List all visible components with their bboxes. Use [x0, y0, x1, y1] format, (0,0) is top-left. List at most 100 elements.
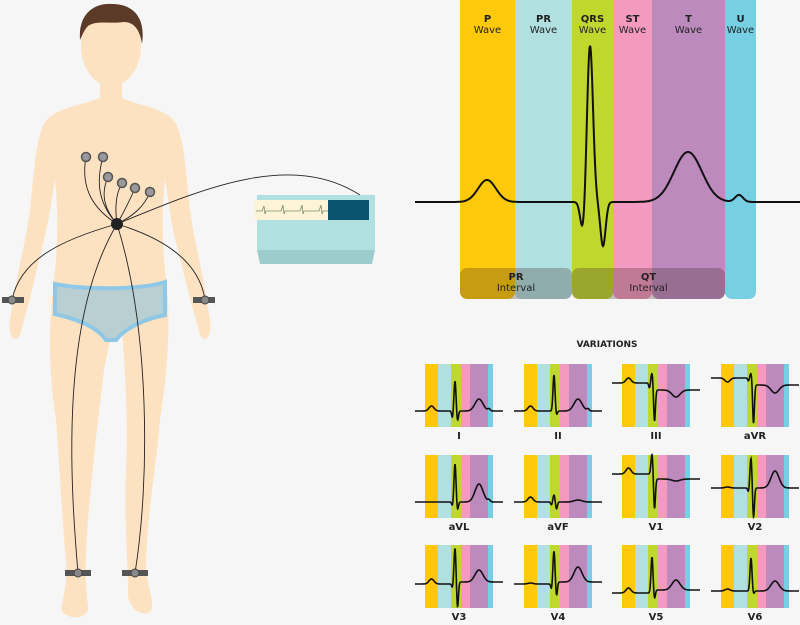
lead-band-pr — [734, 545, 747, 608]
lead-band-pr — [734, 364, 747, 427]
band-t — [652, 0, 725, 299]
lead-band-t — [569, 455, 587, 518]
lead-band-u — [587, 545, 592, 608]
lead-label: V3 — [451, 612, 467, 623]
lead-label: I — [457, 431, 461, 442]
lead-band-st — [658, 364, 667, 427]
lead-band-t — [569, 364, 587, 427]
lead-panel-V3 — [415, 545, 503, 609]
lead-band-pr — [537, 545, 550, 608]
main-ecg-trace — [415, 45, 800, 248]
lead-panel-III — [612, 364, 700, 427]
lead-label: aVR — [743, 431, 767, 442]
lead-band-t — [766, 455, 784, 518]
lead-band-t — [470, 455, 488, 518]
lead-label: V4 — [550, 612, 566, 623]
lead-band-p — [524, 364, 537, 427]
lead-band-pr — [635, 364, 648, 427]
lead-band-p — [425, 545, 438, 608]
lead-label: V1 — [648, 522, 664, 533]
lead-band-u — [685, 545, 690, 608]
lead-band-pr — [537, 364, 550, 427]
lead-band-p — [622, 545, 635, 608]
hair — [79, 3, 143, 44]
lead-band-st — [658, 545, 667, 608]
lead-trace-aVR — [711, 372, 799, 424]
lead-band-t — [667, 364, 685, 427]
interval-box-0 — [460, 268, 572, 299]
lead-band-st — [658, 455, 667, 518]
lead-band-t — [667, 455, 685, 518]
lead-panel-I — [415, 364, 503, 427]
lead-band-p — [425, 455, 438, 518]
lead-panel-aVF — [514, 455, 602, 518]
variations-chart — [415, 364, 799, 609]
electrodes — [2, 151, 215, 578]
lead-trace-III — [612, 372, 700, 422]
lead-band-u — [784, 545, 789, 608]
lead-panel-V5 — [612, 545, 700, 608]
lead-band-t — [569, 545, 587, 608]
lead-band-pr — [734, 455, 747, 518]
lead-trace-aVL — [415, 464, 503, 511]
lead-label: V6 — [747, 612, 763, 623]
lead-band-st — [560, 545, 569, 608]
lead-band-pr — [438, 455, 451, 518]
monitor-trace — [256, 204, 328, 215]
band-u — [725, 0, 756, 299]
head — [81, 6, 141, 86]
lead-trace-V3 — [415, 548, 503, 609]
lead-band-st — [461, 545, 470, 608]
band-p — [460, 0, 515, 299]
lead-band-u — [488, 545, 493, 608]
lead-band-p — [721, 364, 734, 427]
lead-band-u — [685, 455, 690, 518]
lead-band-st — [757, 455, 766, 518]
band-qrs — [572, 0, 613, 299]
lead-band-pr — [635, 455, 648, 518]
lead-band-u — [488, 364, 493, 427]
lead-band-pr — [438, 364, 451, 427]
lead-label: II — [554, 431, 562, 442]
lead-label: V2 — [747, 522, 763, 533]
lead-band-p — [721, 545, 734, 608]
lead-band-p — [425, 364, 438, 427]
lead-panel-aVL — [415, 455, 503, 518]
lead-label: V5 — [648, 612, 664, 623]
lead-band-st — [560, 364, 569, 427]
lead-band-qrs — [550, 455, 560, 518]
lead-band-t — [766, 364, 784, 427]
lead-band-st — [757, 545, 766, 608]
lead-band-t — [470, 364, 488, 427]
lead-trace-aVF — [514, 494, 602, 510]
lead-label: aVF — [547, 522, 569, 533]
lead-panel-V2 — [711, 455, 799, 520]
main-ecg-chart — [415, 0, 800, 299]
lead-panel-II — [514, 364, 602, 427]
lead-band-t — [470, 545, 488, 608]
lead-band-t — [766, 545, 784, 608]
lead-band-st — [560, 455, 569, 518]
lead-trace-I — [415, 381, 503, 422]
lead-band-u — [784, 364, 789, 427]
lead-panel-aVR — [711, 364, 799, 427]
band-st — [613, 0, 652, 299]
lead-trace-V6 — [711, 557, 799, 595]
lead-trace-V2 — [711, 455, 799, 520]
lead-band-pr — [635, 545, 648, 608]
lead-trace-V1 — [612, 453, 700, 509]
lead-band-u — [488, 455, 493, 518]
lead-trace-V5 — [612, 556, 700, 600]
monitor-screen — [328, 200, 369, 220]
underwear — [53, 279, 167, 342]
interval-box-1 — [572, 268, 725, 299]
